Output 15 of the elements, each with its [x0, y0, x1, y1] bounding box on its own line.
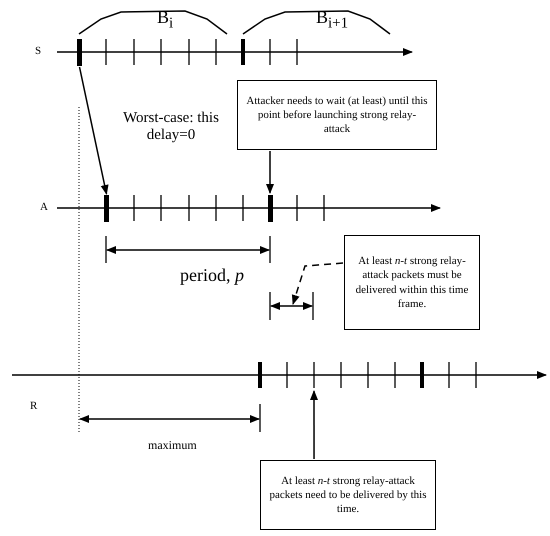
- leader-line: [292, 262, 344, 305]
- axis-label: S: [35, 45, 42, 57]
- callout-box: Attacker needs to wait (at least) until this point before launching strong relay-attack: [237, 80, 437, 150]
- leader-line: [266, 151, 274, 194]
- arrow: [78, 66, 109, 195]
- dimension-label: maximum: [148, 438, 197, 453]
- leader-line: [310, 390, 318, 459]
- axis-label: R: [30, 400, 38, 412]
- tick-mark: [104, 195, 109, 222]
- dimension-label: period, p: [180, 265, 244, 286]
- tick-mark: [77, 39, 82, 66]
- callout-box: At least n-t strong relay-attack packets need to be delivered by this time.: [260, 460, 436, 530]
- edge-label: Worst-case: this delay=0: [122, 110, 220, 144]
- axis-label: A: [40, 201, 48, 213]
- callout-box: At least n-t strong relay-attack packets must be delivered within this time frame.: [344, 235, 480, 330]
